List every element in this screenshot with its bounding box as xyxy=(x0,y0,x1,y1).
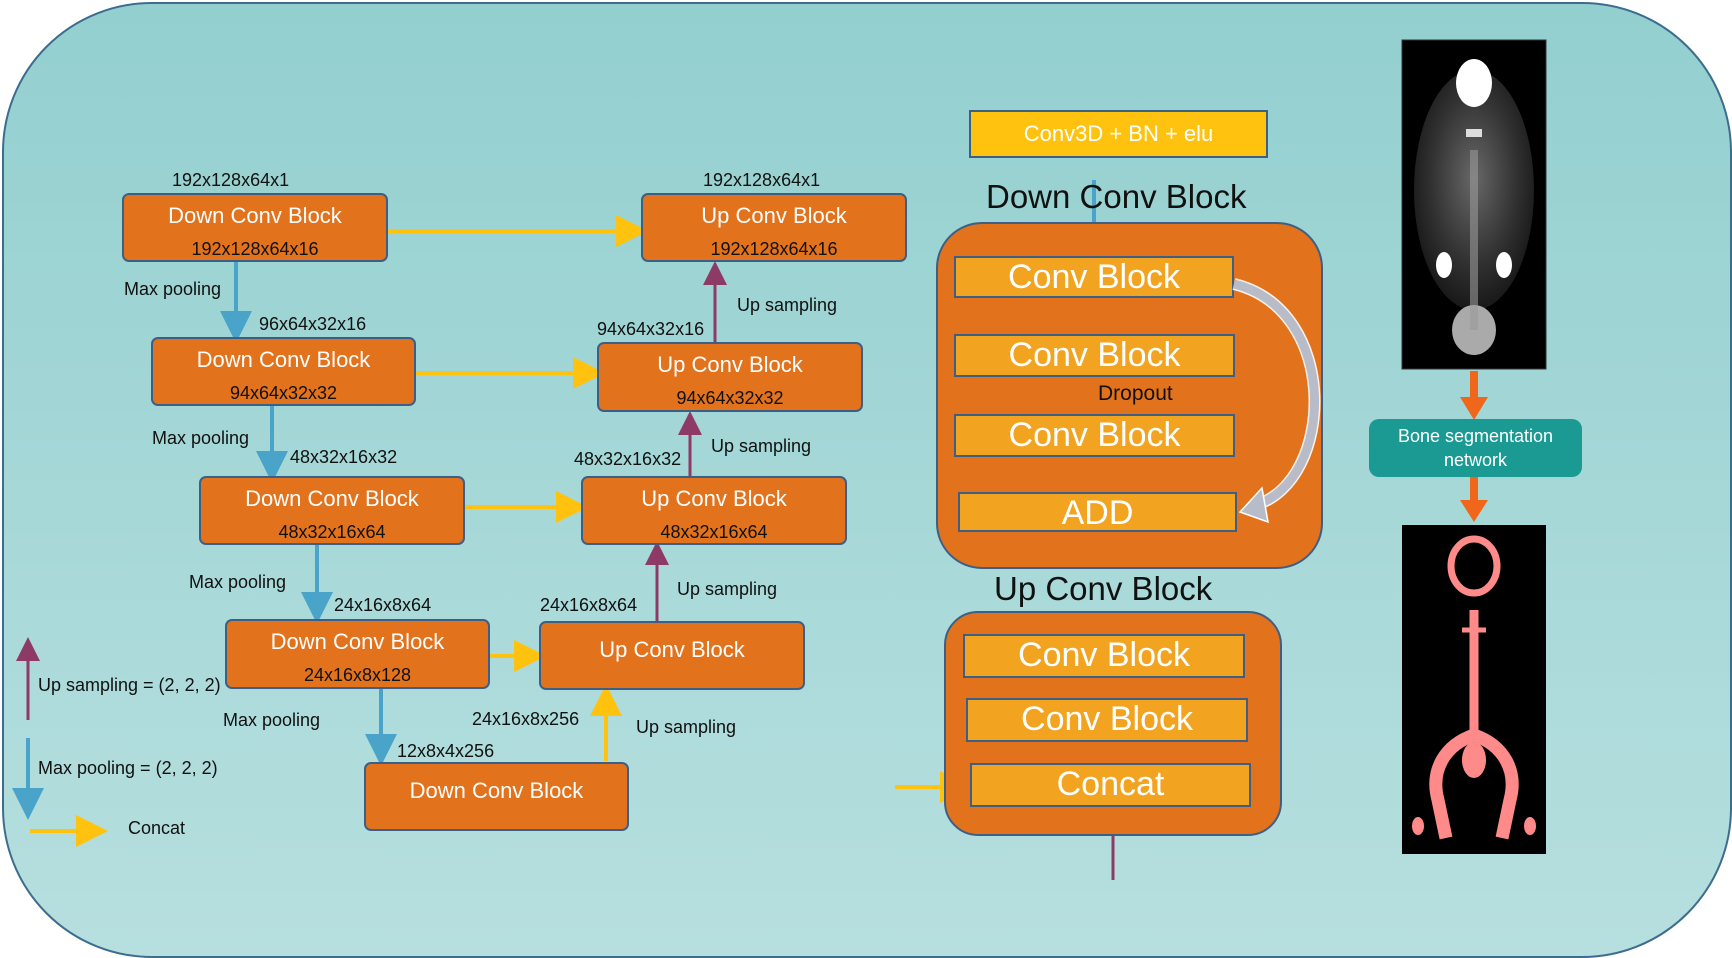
encoder-input-dim-3: 48x32x16x32 xyxy=(290,447,398,467)
legend-concat: Concat xyxy=(128,818,186,838)
decoder-input-dim-4: 24x16x8x64 xyxy=(540,595,638,615)
output-mask-image xyxy=(1402,525,1546,854)
flow-arrow-2 xyxy=(1460,476,1488,522)
decoder-input-dim-5: 24x16x8x256 xyxy=(472,709,580,729)
up-sampling-label-1: Up sampling xyxy=(737,295,838,315)
block-title: Up Conv Block xyxy=(641,486,787,511)
block-output-dim: 48x32x16x64 xyxy=(278,522,386,542)
decoder-input-dim-2: 94x64x32x16 xyxy=(597,319,705,339)
block-output-dim: 94x64x32x32 xyxy=(229,383,338,403)
down-detail-title: Down Conv Block xyxy=(986,178,1247,215)
block-title: Up Conv Block xyxy=(599,637,745,662)
up-sampling-label-3: Up sampling xyxy=(677,579,778,599)
conv-unit-box: Conv3D + BN + elu xyxy=(969,110,1268,158)
encoder-block-4: Down Conv Block 24x16x8x128 xyxy=(225,619,490,689)
max-pooling-label-4: Max pooling xyxy=(223,710,321,730)
encoder-input-dim-2: 96x64x32x16 xyxy=(259,314,367,334)
down-detail-conv-block-2: Conv Block xyxy=(954,334,1235,377)
encoder-block-2: Down Conv Block 94x64x32x32 xyxy=(151,337,416,406)
down-detail-conv-block-3: Conv Block xyxy=(954,414,1235,457)
encoder-block-1: Down Conv Block 192x128x64x16 xyxy=(122,193,388,262)
block-output-dim: 94x64x32x32 xyxy=(676,388,784,408)
max-pooling-label-3: Max pooling xyxy=(189,572,287,592)
block-output-dim: 192x128x64x16 xyxy=(710,239,838,259)
legend-up-sampling: Up sampling = (2, 2, 2) xyxy=(38,675,221,695)
block-title: Up Conv Block xyxy=(701,203,847,228)
up-detail-conv-block-1: Conv Block xyxy=(963,634,1245,678)
bone-segmentation-network-box: Bone segmentation network xyxy=(1369,419,1582,477)
max-pooling-label-1: Max pooling xyxy=(124,279,222,299)
decoder-input-dim-1: 192x128x64x1 xyxy=(703,170,821,190)
up-sampling-label-4: Up sampling xyxy=(636,717,737,737)
up-detail-conv-block-2: Conv Block xyxy=(966,698,1248,742)
dropout-label: Dropout xyxy=(1098,382,1173,405)
encoder-input-dim-1: 192x128x64x1 xyxy=(172,170,290,190)
decoder-block-1: Up Conv Block 192x128x64x16 xyxy=(641,193,907,262)
encoder-input-dim-5: 12x8x4x256 xyxy=(397,741,495,761)
block-output-dim: 192x128x64x16 xyxy=(191,239,319,259)
block-title: Down Conv Block xyxy=(245,486,419,511)
decoder-block-2: Up Conv Block 94x64x32x32 xyxy=(597,342,863,412)
decoder-block-3: Up Conv Block 48x32x16x64 xyxy=(581,476,847,545)
block-title: Down Conv Block xyxy=(270,629,445,654)
block-title: Down Conv Block xyxy=(196,347,371,372)
up-detail-concat-block: Concat xyxy=(970,763,1251,807)
encoder-block-3: Down Conv Block 48x32x16x64 xyxy=(199,476,465,545)
down-detail-conv-block-1: Conv Block xyxy=(954,256,1234,298)
legend-max-pooling: Max pooling = (2, 2, 2) xyxy=(38,758,218,778)
decoder-block-4: Up Conv Block xyxy=(539,621,805,690)
up-detail-title: Up Conv Block xyxy=(994,570,1213,607)
input-scan-image xyxy=(1401,39,1547,370)
block-title: Down Conv Block xyxy=(409,778,584,803)
block-output-dim: 48x32x16x64 xyxy=(660,522,768,542)
block-title: Up Conv Block xyxy=(657,352,803,377)
encoder-block-5: Down Conv Block xyxy=(364,762,629,831)
flow-arrow-1 xyxy=(1460,371,1488,420)
encoder-input-dim-4: 24x16x8x64 xyxy=(334,595,432,615)
max-pooling-label-2: Max pooling xyxy=(152,428,250,448)
up-sampling-label-2: Up sampling xyxy=(711,436,812,456)
block-output-dim: 24x16x8x128 xyxy=(303,665,412,685)
down-detail-add-block: ADD xyxy=(958,492,1237,532)
decoder-input-dim-3: 48x32x16x32 xyxy=(574,449,682,469)
block-title: Down Conv Block xyxy=(168,203,342,228)
